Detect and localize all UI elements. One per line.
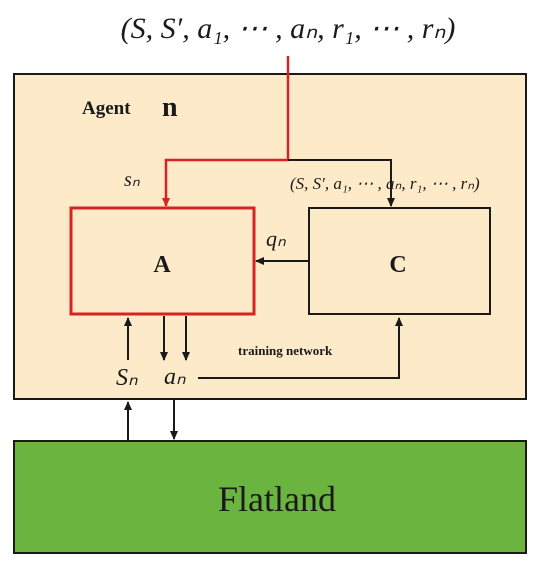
agent-title-index: n: [162, 92, 178, 123]
environment-label: Flatland: [218, 479, 336, 519]
agent-box: [13, 73, 527, 400]
training-network-label: training network: [238, 343, 333, 358]
actor-box: [69, 206, 256, 316]
top-state-tuple-label: (S, S′, a₁, ⋯ , aₙ, r₁, ⋯ , rₙ): [121, 12, 456, 45]
action-to-critic-arrow: [198, 317, 403, 379]
s-n-input-label: sₙ: [124, 169, 141, 191]
critic-input-tuple-label: (S, S′, a₁, ⋯ , aₙ, r₁, ⋯ , rₙ): [290, 174, 480, 193]
agent-title-word: Agent: [82, 98, 131, 119]
actor-label: A: [153, 252, 171, 278]
input-arrow-to-critic: [288, 159, 395, 207]
bottom-s-n-label: Sₙ: [116, 365, 138, 391]
q-n-label: qₙ: [266, 226, 286, 251]
critic-label: C: [389, 252, 406, 278]
input-arrow-to-actor: [162, 56, 290, 207]
environment-box: [13, 440, 527, 554]
bottom-a-n-label: aₙ: [164, 364, 186, 390]
